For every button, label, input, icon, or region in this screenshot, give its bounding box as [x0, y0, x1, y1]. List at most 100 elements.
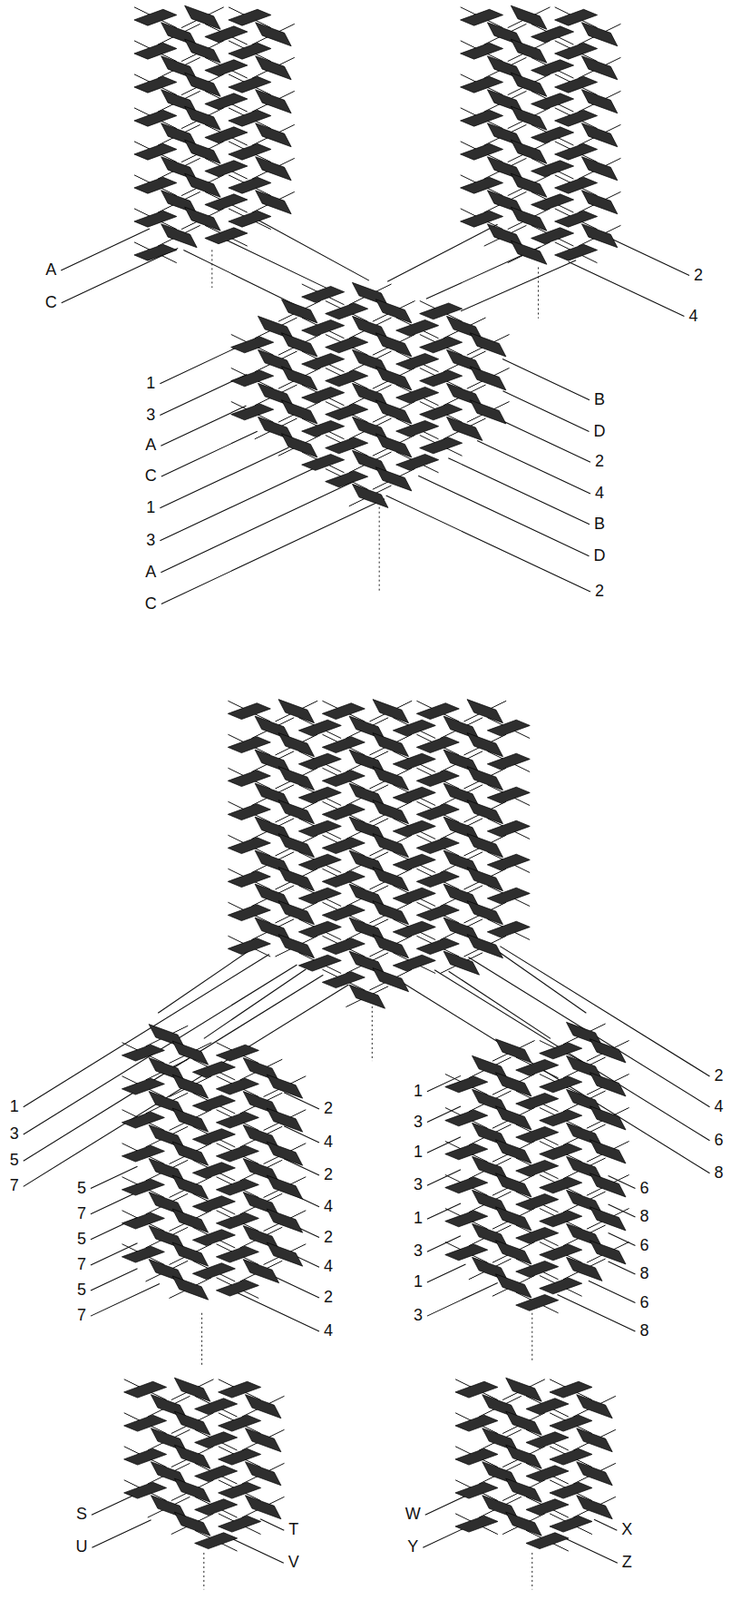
stitch-mark — [531, 227, 575, 244]
stitch-mark — [375, 332, 411, 357]
stitch-mark — [445, 1176, 488, 1193]
stitch-mark — [134, 42, 177, 59]
stitch-mark — [124, 1413, 167, 1431]
strand-line — [157, 945, 255, 1013]
leader-line — [23, 964, 298, 1134]
stitch-mark — [351, 483, 388, 507]
yarn-strand — [134, 7, 177, 29]
stitch-mark — [487, 786, 530, 803]
stitch-mark — [325, 470, 369, 488]
strand-line — [448, 970, 551, 1038]
yarn-strand — [227, 935, 271, 956]
yarn-strand — [227, 733, 271, 755]
stitch-mark — [487, 920, 530, 937]
stitch-mark — [496, 1273, 532, 1297]
stitch-mark — [255, 22, 292, 47]
yarn-strand — [549, 1512, 593, 1534]
stitch-mark — [510, 206, 546, 231]
stitch-mark — [460, 76, 504, 93]
stitch-mark — [581, 89, 617, 114]
yarn-strand — [455, 1378, 498, 1400]
stitch-mark — [298, 920, 342, 937]
yarn-strand — [487, 885, 530, 907]
yarn-strand — [445, 1173, 488, 1195]
stitch-mark — [215, 1211, 259, 1229]
yarn-strand — [526, 1495, 569, 1517]
yarn-strand — [455, 1479, 498, 1501]
callout-label: 3 — [144, 531, 157, 550]
stitch-mark — [467, 799, 503, 824]
stitch-mark — [281, 399, 317, 424]
stitch-mark — [549, 1413, 593, 1431]
stitch-mark — [192, 1262, 235, 1279]
stitch-mark — [506, 1376, 542, 1401]
leader-line — [499, 945, 710, 1076]
stitch-mark — [174, 1477, 210, 1501]
yarn-strand — [445, 1140, 488, 1161]
yarn-strand — [460, 7, 504, 29]
stitch-mark — [325, 302, 369, 320]
stitch-mark — [231, 370, 274, 387]
yarn-strand — [516, 1257, 559, 1279]
stitch-mark — [192, 1195, 235, 1212]
stitch-mark — [392, 786, 436, 803]
stitch-mark — [194, 1531, 238, 1549]
yarn-strand — [392, 818, 436, 839]
stitch-mark — [231, 336, 274, 353]
stitch-mark — [161, 224, 197, 248]
yarn-strand — [193, 1259, 236, 1281]
yarn-strand — [460, 208, 504, 230]
yarn-strand — [325, 467, 369, 489]
yarn-strand — [531, 191, 575, 213]
callout-label: 2 — [321, 1228, 335, 1247]
stitch-mark — [227, 702, 271, 720]
stitch-mark — [172, 1040, 208, 1064]
callout-label: 2 — [712, 1066, 726, 1085]
stitch-mark — [266, 1208, 303, 1232]
callout-label: 2 — [692, 266, 705, 285]
callout-label: 3 — [411, 1112, 425, 1131]
leader-line — [502, 359, 590, 400]
stitch-mark — [555, 243, 598, 261]
leader-line — [401, 981, 710, 1172]
yarn-strand — [122, 1142, 166, 1164]
leader-line — [448, 458, 590, 525]
stitch-mark — [392, 719, 436, 736]
stitch-mark — [590, 1172, 626, 1197]
yarn-strand — [298, 750, 342, 772]
yarn-strand — [124, 1412, 167, 1433]
stitch-mark — [298, 853, 342, 870]
yarn-strand — [555, 208, 598, 230]
callout-label: 1 — [411, 1208, 425, 1228]
callout-label: Z — [620, 1552, 634, 1571]
yarn-strand — [321, 968, 365, 990]
callout-label: 2 — [321, 1165, 335, 1184]
yarn-strand — [193, 1125, 236, 1147]
stitch-mark — [467, 900, 503, 925]
leader-line — [91, 1519, 151, 1548]
stitch-mark — [278, 799, 314, 824]
stitch-mark — [526, 1531, 569, 1549]
callout-label: 3 — [411, 1175, 425, 1194]
stitch-mark — [134, 210, 177, 227]
stitch-mark — [231, 403, 274, 420]
yarn-strand — [516, 1090, 559, 1112]
stitch-mark — [467, 833, 503, 858]
yarn-strand — [194, 1428, 238, 1450]
stitch-mark — [416, 769, 459, 787]
stitch-mark — [121, 1144, 165, 1161]
callout-label: 6 — [637, 1236, 651, 1255]
stitch-mark — [192, 1094, 235, 1112]
callout-label: B — [592, 515, 607, 534]
yarn-strand — [218, 1412, 262, 1433]
yarn-strand — [396, 317, 439, 339]
stitch-mark — [298, 819, 342, 837]
stitch-mark — [228, 176, 272, 194]
stitch-mark — [506, 1443, 542, 1468]
stitch-mark — [510, 240, 546, 264]
stitch-mark — [372, 867, 409, 891]
yarn-strand — [539, 1039, 583, 1061]
callout-label: 4 — [593, 484, 606, 503]
yarn-strand — [216, 1276, 260, 1298]
stitch-mark — [460, 176, 504, 194]
